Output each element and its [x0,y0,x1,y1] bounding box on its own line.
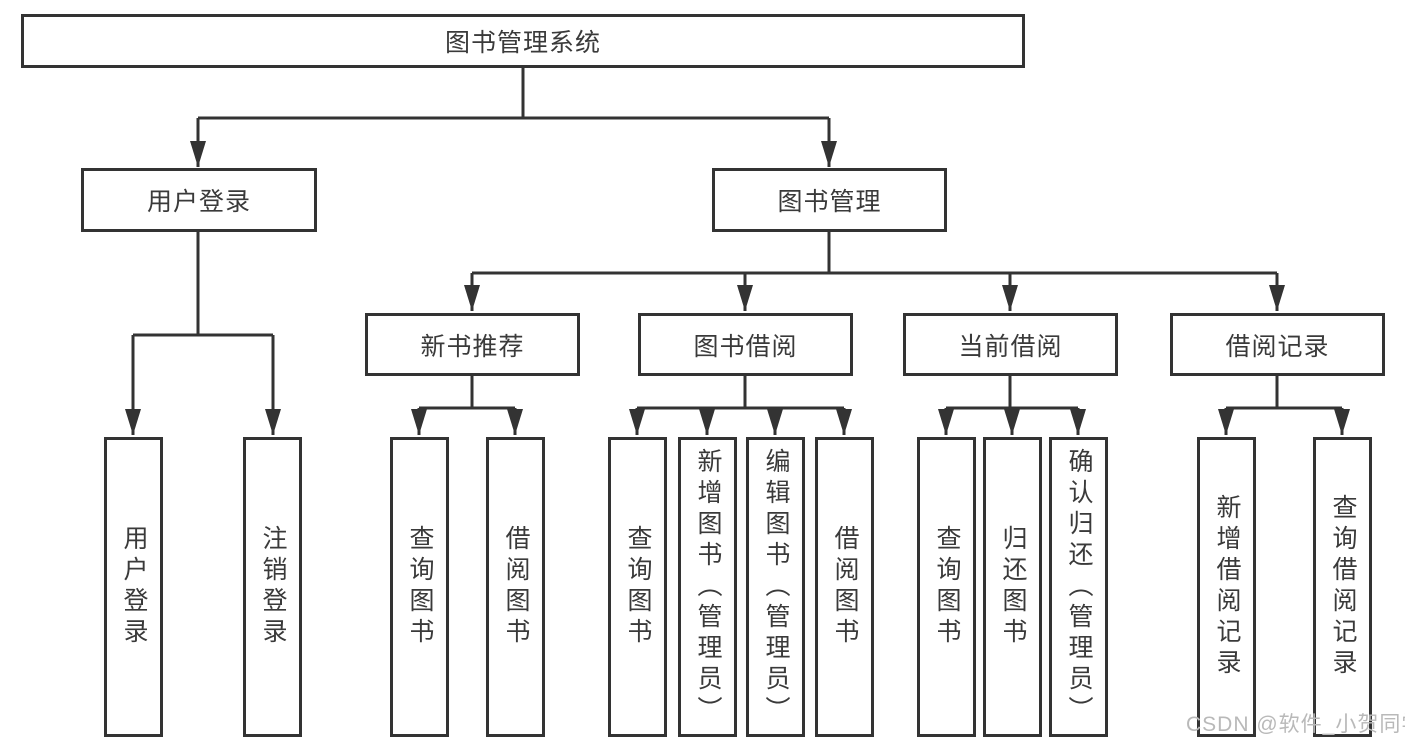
node-book-mgmt-label: 图书管理 [777,188,882,216]
node-book-borrow: 图书借阅 [638,313,853,376]
leaf-add-borrow-record: 新增借阅记录 [1197,437,1256,737]
leaf-edit-book-admin: 编辑图书（管理员） [746,437,805,737]
leaf-borrow-book-1: 借阅图书 [486,437,545,737]
leaf-borrow-book-2-label: 借阅图书 [831,525,859,649]
node-current-borrow-label: 当前借阅 [958,332,1063,361]
node-root-label: 图书管理系统 [444,29,601,57]
leaf-borrow-book-1-label: 借阅图书 [502,525,530,649]
node-borrow-records-label: 借阅记录 [1225,332,1330,361]
node-new-book-rec: 新书推荐 [365,313,580,376]
node-user-login-branch-label: 用户登录 [146,188,251,216]
leaf-add-book-admin: 新增图书（管理员） [678,437,737,737]
leaf-user-login: 用户登录 [104,437,163,737]
leaf-logout-label: 注销登录 [259,525,287,649]
leaf-borrow-book-2: 借阅图书 [815,437,874,737]
leaf-query-borrow-record: 查询借阅记录 [1313,437,1372,737]
leaf-query-book-1-label: 查询图书 [406,525,434,649]
leaf-query-book-3: 查询图书 [917,437,976,737]
node-new-book-rec-label: 新书推荐 [420,332,525,361]
node-current-borrow: 当前借阅 [903,313,1118,376]
leaf-return-book: 归还图书 [983,437,1042,737]
leaf-confirm-return-admin: 确认归还（管理员） [1049,437,1108,737]
node-book-borrow-label: 图书借阅 [693,332,798,361]
node-book-mgmt: 图书管理 [712,168,947,232]
leaf-return-book-label: 归还图书 [999,525,1027,649]
leaf-logout: 注销登录 [243,437,302,737]
leaf-query-book-1: 查询图书 [390,437,449,737]
leaf-query-book-3-label: 查询图书 [933,525,961,649]
node-user-login-branch: 用户登录 [81,168,317,232]
csdn-watermark: CSDN @软件_小贺同学 [1186,713,1405,736]
node-borrow-records: 借阅记录 [1170,313,1385,376]
leaf-query-book-2: 查询图书 [608,437,667,737]
leaf-query-borrow-record-label: 查询借阅记录 [1329,494,1357,680]
leaf-add-borrow-record-label: 新增借阅记录 [1213,494,1241,680]
node-root: 图书管理系统 [21,14,1025,68]
leaf-confirm-return-admin-label: 确认归还（管理员） [1065,447,1093,727]
leaf-edit-book-admin-label: 编辑图书（管理员） [762,447,790,727]
leaf-user-login-label: 用户登录 [120,525,148,649]
leaf-query-book-2-label: 查询图书 [624,525,652,649]
leaf-add-book-admin-label: 新增图书（管理员） [694,447,722,727]
